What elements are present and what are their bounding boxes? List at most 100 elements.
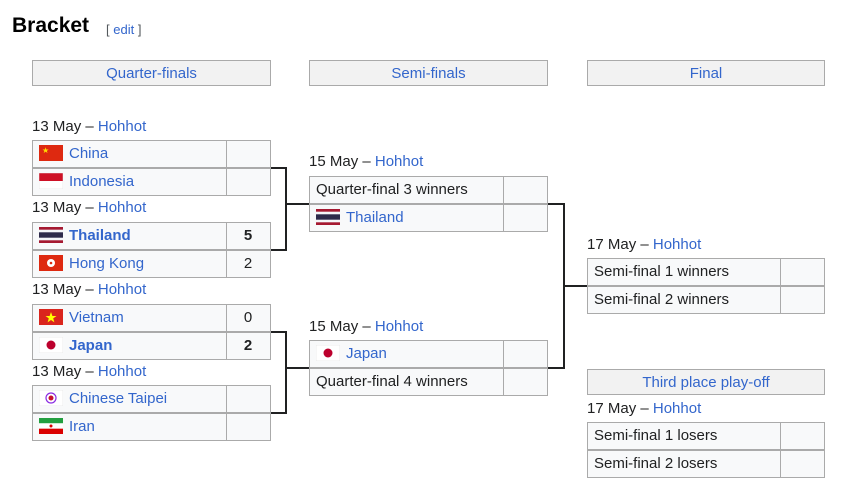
team-name: Semi-final 2 winners (594, 291, 730, 308)
chinese-taipei-flag-icon (39, 390, 63, 407)
date-text: 13 May – (32, 199, 98, 216)
date-text: 17 May – (587, 236, 653, 253)
team-name-cell[interactable]: Thailand (310, 205, 504, 231)
venue-link[interactable]: Hohhot (374, 153, 424, 170)
team-row: Hong Kong 2 (32, 250, 271, 278)
team-row: Japan (309, 340, 548, 368)
team-name: Semi-final 1 winners (594, 263, 730, 280)
team-row: Indonesia (32, 168, 271, 196)
team-name: Semi-final 2 losers (594, 455, 718, 472)
date-text: 13 May – (32, 118, 98, 135)
team-name: Thailand (69, 227, 131, 244)
round-header-semi-finals[interactable]: Semi-finals (309, 60, 548, 86)
team-name-cell: Semi-final 2 losers (588, 451, 781, 477)
team-name: Semi-final 1 losers (594, 427, 718, 444)
team-name-cell: Quarter-final 3 winners (310, 177, 504, 203)
venue-link[interactable]: Hohhot (652, 400, 702, 417)
match-date-sf1: 15 May – Hohhot (309, 153, 423, 170)
team-name-cell[interactable]: Vietnam (33, 305, 227, 331)
score-cell: 5 (243, 227, 253, 244)
match-date-final: 17 May – Hohhot (587, 236, 701, 253)
team-row: Iran (32, 413, 271, 441)
team-name-cell[interactable]: Hong Kong (33, 251, 227, 277)
match-date-third: 17 May – Hohhot (587, 400, 701, 417)
team-row: Semi-final 1 winners (587, 258, 825, 286)
thailand-flag-icon (39, 227, 63, 244)
round-header-final[interactable]: Final (587, 60, 825, 86)
team-name-cell[interactable]: ★ China (33, 141, 227, 167)
venue-link[interactable]: Hohhot (97, 363, 147, 380)
score-cell: 0 (243, 309, 253, 326)
score-cell: 2 (243, 337, 253, 354)
match-date-qf1: 13 May – Hohhot (32, 118, 146, 135)
team-name: Japan (346, 345, 387, 362)
venue-link[interactable]: Hohhot (97, 199, 147, 216)
japan-flag-icon (39, 337, 63, 354)
connector-sf1-final (548, 203, 587, 287)
team-row: Thailand 5 (32, 222, 271, 250)
venue-link[interactable]: Hohhot (97, 281, 147, 298)
team-row: Japan 2 (32, 332, 271, 360)
team-row: Vietnam 0 (32, 304, 271, 332)
venue-link[interactable]: Hohhot (374, 318, 424, 335)
team-name-cell[interactable]: Japan (33, 333, 227, 359)
connector-qf4-sf2 (271, 368, 287, 414)
team-name-cell[interactable]: Chinese Taipei (33, 386, 227, 412)
match-date-qf2: 13 May – Hohhot (32, 199, 146, 216)
date-text: 15 May – (309, 153, 375, 170)
team-name-cell[interactable]: Thailand (33, 223, 227, 249)
hong-kong-flag-icon (39, 255, 63, 272)
edit-section: [ edit ] (106, 22, 142, 37)
team-name-cell: Semi-final 1 winners (588, 259, 781, 285)
team-name: Chinese Taipei (69, 390, 168, 407)
edit-link[interactable]: edit (113, 22, 135, 37)
team-name: Vietnam (69, 309, 124, 326)
team-row: Quarter-final 4 winners (309, 368, 548, 396)
team-row: Chinese Taipei (32, 385, 271, 413)
match-date-qf3: 13 May – Hohhot (32, 281, 146, 298)
date-text: 13 May – (32, 363, 98, 380)
connector-sf2-final (548, 286, 565, 369)
team-row: Thailand (309, 204, 548, 232)
team-name: Quarter-final 3 winners (316, 181, 468, 198)
vietnam-flag-icon (39, 309, 63, 326)
china-flag-icon: ★ (39, 145, 63, 162)
team-name-cell[interactable]: Japan (310, 341, 504, 367)
connector-qf3-sf2 (271, 331, 309, 369)
team-name-cell: Semi-final 2 winners (588, 287, 781, 313)
round-header-third-place[interactable]: Third place play-off (587, 369, 825, 395)
date-text: 15 May – (309, 318, 375, 335)
team-name: Thailand (346, 209, 404, 226)
thailand-flag-icon (316, 209, 340, 226)
score-cell: 2 (243, 255, 253, 272)
team-name: Quarter-final 4 winners (316, 373, 468, 390)
match-date-qf4: 13 May – Hohhot (32, 363, 146, 380)
match-date-sf2: 15 May – Hohhot (309, 318, 423, 335)
date-text: 17 May – (587, 400, 653, 417)
team-name: Hong Kong (69, 255, 145, 272)
connector-qf2-sf1 (271, 204, 287, 251)
round-header-quarter-finals[interactable]: Quarter-finals (32, 60, 271, 86)
venue-link[interactable]: Hohhot (97, 118, 147, 135)
venue-link[interactable]: Hohhot (652, 236, 702, 253)
japan-flag-icon (316, 345, 340, 362)
team-name: China (69, 145, 109, 162)
svg-text:★: ★ (42, 146, 49, 155)
team-name-cell: Semi-final 1 losers (588, 423, 781, 449)
team-name: Indonesia (69, 173, 135, 190)
team-row: Semi-final 1 losers (587, 422, 825, 450)
team-name-cell[interactable]: Iran (33, 414, 227, 440)
page-title: Bracket (12, 14, 90, 37)
connector-qf1-sf1 (271, 167, 309, 205)
team-name: Japan (69, 337, 113, 354)
iran-flag-icon (39, 418, 63, 435)
team-row: Quarter-final 3 winners (309, 176, 548, 204)
team-name-cell[interactable]: Indonesia (33, 169, 227, 195)
team-row: Semi-final 2 winners (587, 286, 825, 314)
indonesia-flag-icon (39, 173, 63, 190)
team-name: Iran (69, 418, 95, 435)
team-row: Semi-final 2 losers (587, 450, 825, 478)
team-name-cell: Quarter-final 4 winners (310, 369, 504, 395)
date-text: 13 May – (32, 281, 98, 298)
